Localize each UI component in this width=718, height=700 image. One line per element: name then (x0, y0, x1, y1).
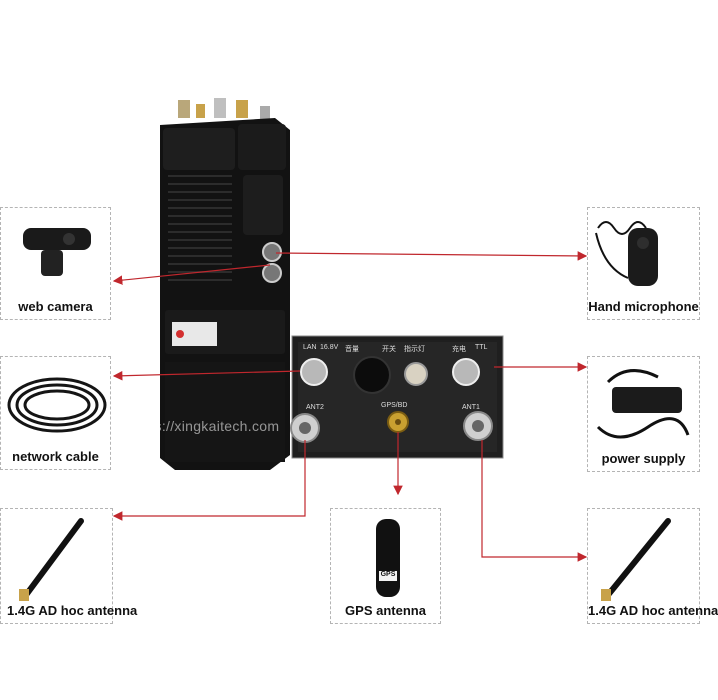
antenna-right-box: 1.4G AD hoc antenna (587, 508, 718, 624)
antenna-icon (19, 518, 84, 601)
top-antenna-connectors (178, 98, 270, 120)
power-led (176, 330, 184, 338)
web-camera-box: web camera (0, 207, 111, 320)
antenna-left-box: 1.4G AD hoc antenna (0, 508, 138, 624)
panel-label-ant2: ANT2 (306, 404, 324, 411)
power-supply-box: power supply (587, 356, 700, 472)
panel-label-lan: LAN (303, 344, 317, 351)
webcam-icon (23, 228, 91, 276)
antenna-icon (601, 518, 671, 601)
hand-microphone-label: Hand microphone (588, 299, 699, 314)
line-hand-microphone (275, 251, 588, 261)
panel-label-ttl: TTL (475, 344, 488, 351)
network-cable-box: network cable (0, 356, 111, 470)
power-adapter-icon (596, 369, 690, 439)
connector-lines (112, 251, 588, 562)
panel-label-switch: 开关 (382, 346, 396, 353)
gps-antenna-box: GPS GPS antenna (330, 508, 441, 624)
line-network-cable (112, 370, 301, 381)
watermark: https://xingkaitech.com (130, 418, 280, 434)
web-camera-label: web camera (18, 299, 93, 314)
indicator-light (404, 362, 428, 386)
panel-label-volume: 音量 (345, 346, 359, 353)
radio-device (160, 98, 290, 470)
line-web-camera (112, 264, 271, 285)
panel-label-dc: 16.8V (320, 344, 339, 351)
panel-label-charge: 充电 (452, 346, 466, 353)
panel-label-gps-bd: GPS/BD (381, 402, 408, 409)
cable-icon (7, 377, 107, 433)
power-supply-label: power supply (601, 451, 686, 466)
volume-knob (353, 356, 391, 394)
gps-antenna-label: GPS antenna (345, 603, 426, 618)
panel-label-indicator: 指示灯 (404, 346, 425, 353)
heat-sink (168, 175, 232, 281)
line-antenna-right (481, 440, 588, 562)
ttl-connector (452, 358, 480, 386)
antenna-right-label: 1.4G AD hoc antenna (588, 603, 718, 618)
side-knob-upper (262, 242, 282, 262)
gps-sticker-text: GPS (380, 571, 396, 578)
line-antenna-left (112, 440, 306, 521)
antenna-left-label: 1.4G AD hoc antenna (7, 603, 138, 618)
hand-microphone-box: Hand microphone (587, 207, 700, 320)
lan-connector (300, 358, 328, 386)
microphone-icon (595, 221, 658, 286)
side-knob-lower (262, 263, 282, 283)
gps-antenna-icon (376, 519, 400, 597)
panel-label-ant1: ANT1 (462, 404, 480, 411)
network-cable-label: network cable (12, 449, 99, 464)
